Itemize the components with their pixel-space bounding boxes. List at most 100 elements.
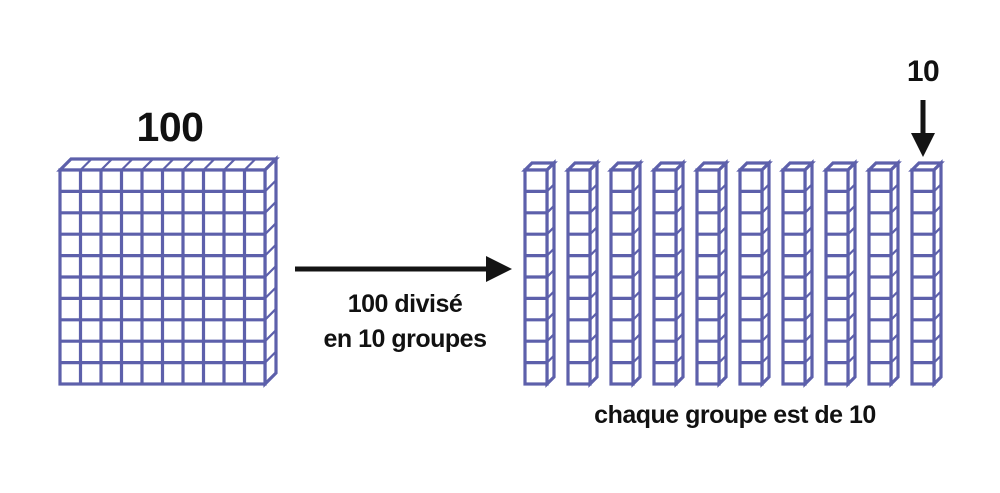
rod-side-divider xyxy=(589,183,598,193)
arrows-group xyxy=(295,100,935,282)
rod-side-divider xyxy=(675,290,684,300)
ten-rod xyxy=(650,159,687,388)
rod-side-divider xyxy=(546,226,555,235)
rod-side-divider xyxy=(933,205,942,214)
rod-side-divider xyxy=(804,183,813,193)
ten-rod xyxy=(564,159,601,388)
rod-side-divider xyxy=(675,333,684,342)
rod-side-divider xyxy=(890,354,899,364)
rod-side-divider xyxy=(589,247,598,257)
hundred-right-divider xyxy=(264,243,277,257)
rod-side-divider xyxy=(675,312,684,321)
rod-side-divider xyxy=(546,205,555,214)
rod-side-divider xyxy=(804,269,813,278)
rod-side-divider xyxy=(632,226,641,235)
hundred-right-divider xyxy=(264,222,277,235)
rod-side-divider xyxy=(933,312,942,321)
rod-side-divider xyxy=(589,205,598,214)
hundred-right-divider xyxy=(264,329,277,342)
rod-side-divider xyxy=(890,269,899,278)
ten-rods-group xyxy=(521,159,945,388)
division-caption: 100 divisé en 10 groupes xyxy=(290,287,520,357)
rod-side-divider xyxy=(589,269,598,278)
rod-side-divider xyxy=(546,247,555,257)
rod-side-divider xyxy=(890,226,899,235)
rod-side-divider xyxy=(804,226,813,235)
hundred-top-divider xyxy=(223,158,236,171)
rod-side-divider xyxy=(804,290,813,300)
rod-side-divider xyxy=(804,312,813,321)
rod-side-divider xyxy=(546,333,555,342)
hundred-right-divider xyxy=(264,308,277,321)
rod-side-divider xyxy=(675,205,684,214)
hundred-right-divider xyxy=(264,201,277,214)
rod-side-divider xyxy=(933,354,942,364)
rod-side-divider xyxy=(847,312,856,321)
rod-side-divider xyxy=(675,354,684,364)
ten-rod xyxy=(521,159,558,388)
hundred-top-divider xyxy=(202,158,216,171)
rod-side-divider xyxy=(804,247,813,257)
rod-side-divider xyxy=(718,269,727,278)
rod-side-divider xyxy=(632,354,641,364)
rod-side-divider xyxy=(761,333,770,342)
hundred-right-divider xyxy=(264,265,277,278)
rod-side-divider xyxy=(589,226,598,235)
ten-rod xyxy=(736,159,773,388)
rod-side-divider xyxy=(933,290,942,300)
rod-side-divider xyxy=(890,247,899,257)
rod-side-divider xyxy=(589,333,598,342)
hundred-top-divider xyxy=(243,158,257,171)
division-caption-line-1: 100 divisé xyxy=(347,290,463,318)
group-value-caption: chaque groupe est de 10 xyxy=(594,401,876,429)
rod-side-divider xyxy=(890,290,899,300)
rod-side-divider xyxy=(589,290,598,300)
rod-side-divider xyxy=(847,226,856,235)
rod-side-divider xyxy=(890,205,899,214)
hundred-right-divider xyxy=(264,179,277,193)
rod-side-divider xyxy=(933,269,942,278)
rod-side-divider xyxy=(847,205,856,214)
rod-side-divider xyxy=(589,354,598,364)
rod-side-divider xyxy=(632,269,641,278)
rod-side-divider xyxy=(890,333,899,342)
rod-side-divider xyxy=(632,333,641,342)
hundred-top-divider xyxy=(120,158,134,171)
rod-side-divider xyxy=(847,290,856,300)
hundred-flat-block xyxy=(56,155,280,388)
rod-side-divider xyxy=(546,290,555,300)
hundred-right-divider xyxy=(264,286,277,300)
rod-side-divider xyxy=(675,269,684,278)
rod-side-divider xyxy=(804,333,813,342)
rod-side-divider xyxy=(761,183,770,193)
rod-side-divider xyxy=(546,354,555,364)
rod-side-divider xyxy=(675,183,684,193)
rod-side-divider xyxy=(675,247,684,257)
rod-side-divider xyxy=(718,226,727,235)
hundred-top-divider xyxy=(141,158,154,171)
hundred-top-divider xyxy=(182,158,195,171)
rod-side-divider xyxy=(632,312,641,321)
rod-side-divider xyxy=(761,247,770,257)
rod-side-divider xyxy=(933,183,942,193)
rod-side-divider xyxy=(933,226,942,235)
rod-side-divider xyxy=(761,269,770,278)
rod-side-divider xyxy=(804,205,813,214)
ten-pointer-arrow-head xyxy=(911,133,935,157)
rod-side-divider xyxy=(718,312,727,321)
rod-side-divider xyxy=(761,226,770,235)
rod-side-divider xyxy=(761,312,770,321)
rod-side-divider xyxy=(589,312,598,321)
rod-side-divider xyxy=(847,183,856,193)
rod-side-divider xyxy=(718,354,727,364)
ten-rod xyxy=(607,159,644,388)
rod-side-divider xyxy=(847,269,856,278)
division-caption-line-2: en 10 groupes xyxy=(323,325,488,353)
rod-side-divider xyxy=(933,333,942,342)
rod-side-divider xyxy=(847,354,856,364)
rod-side-divider xyxy=(847,247,856,257)
rod-side-divider xyxy=(761,354,770,364)
ten-rod xyxy=(865,159,902,388)
